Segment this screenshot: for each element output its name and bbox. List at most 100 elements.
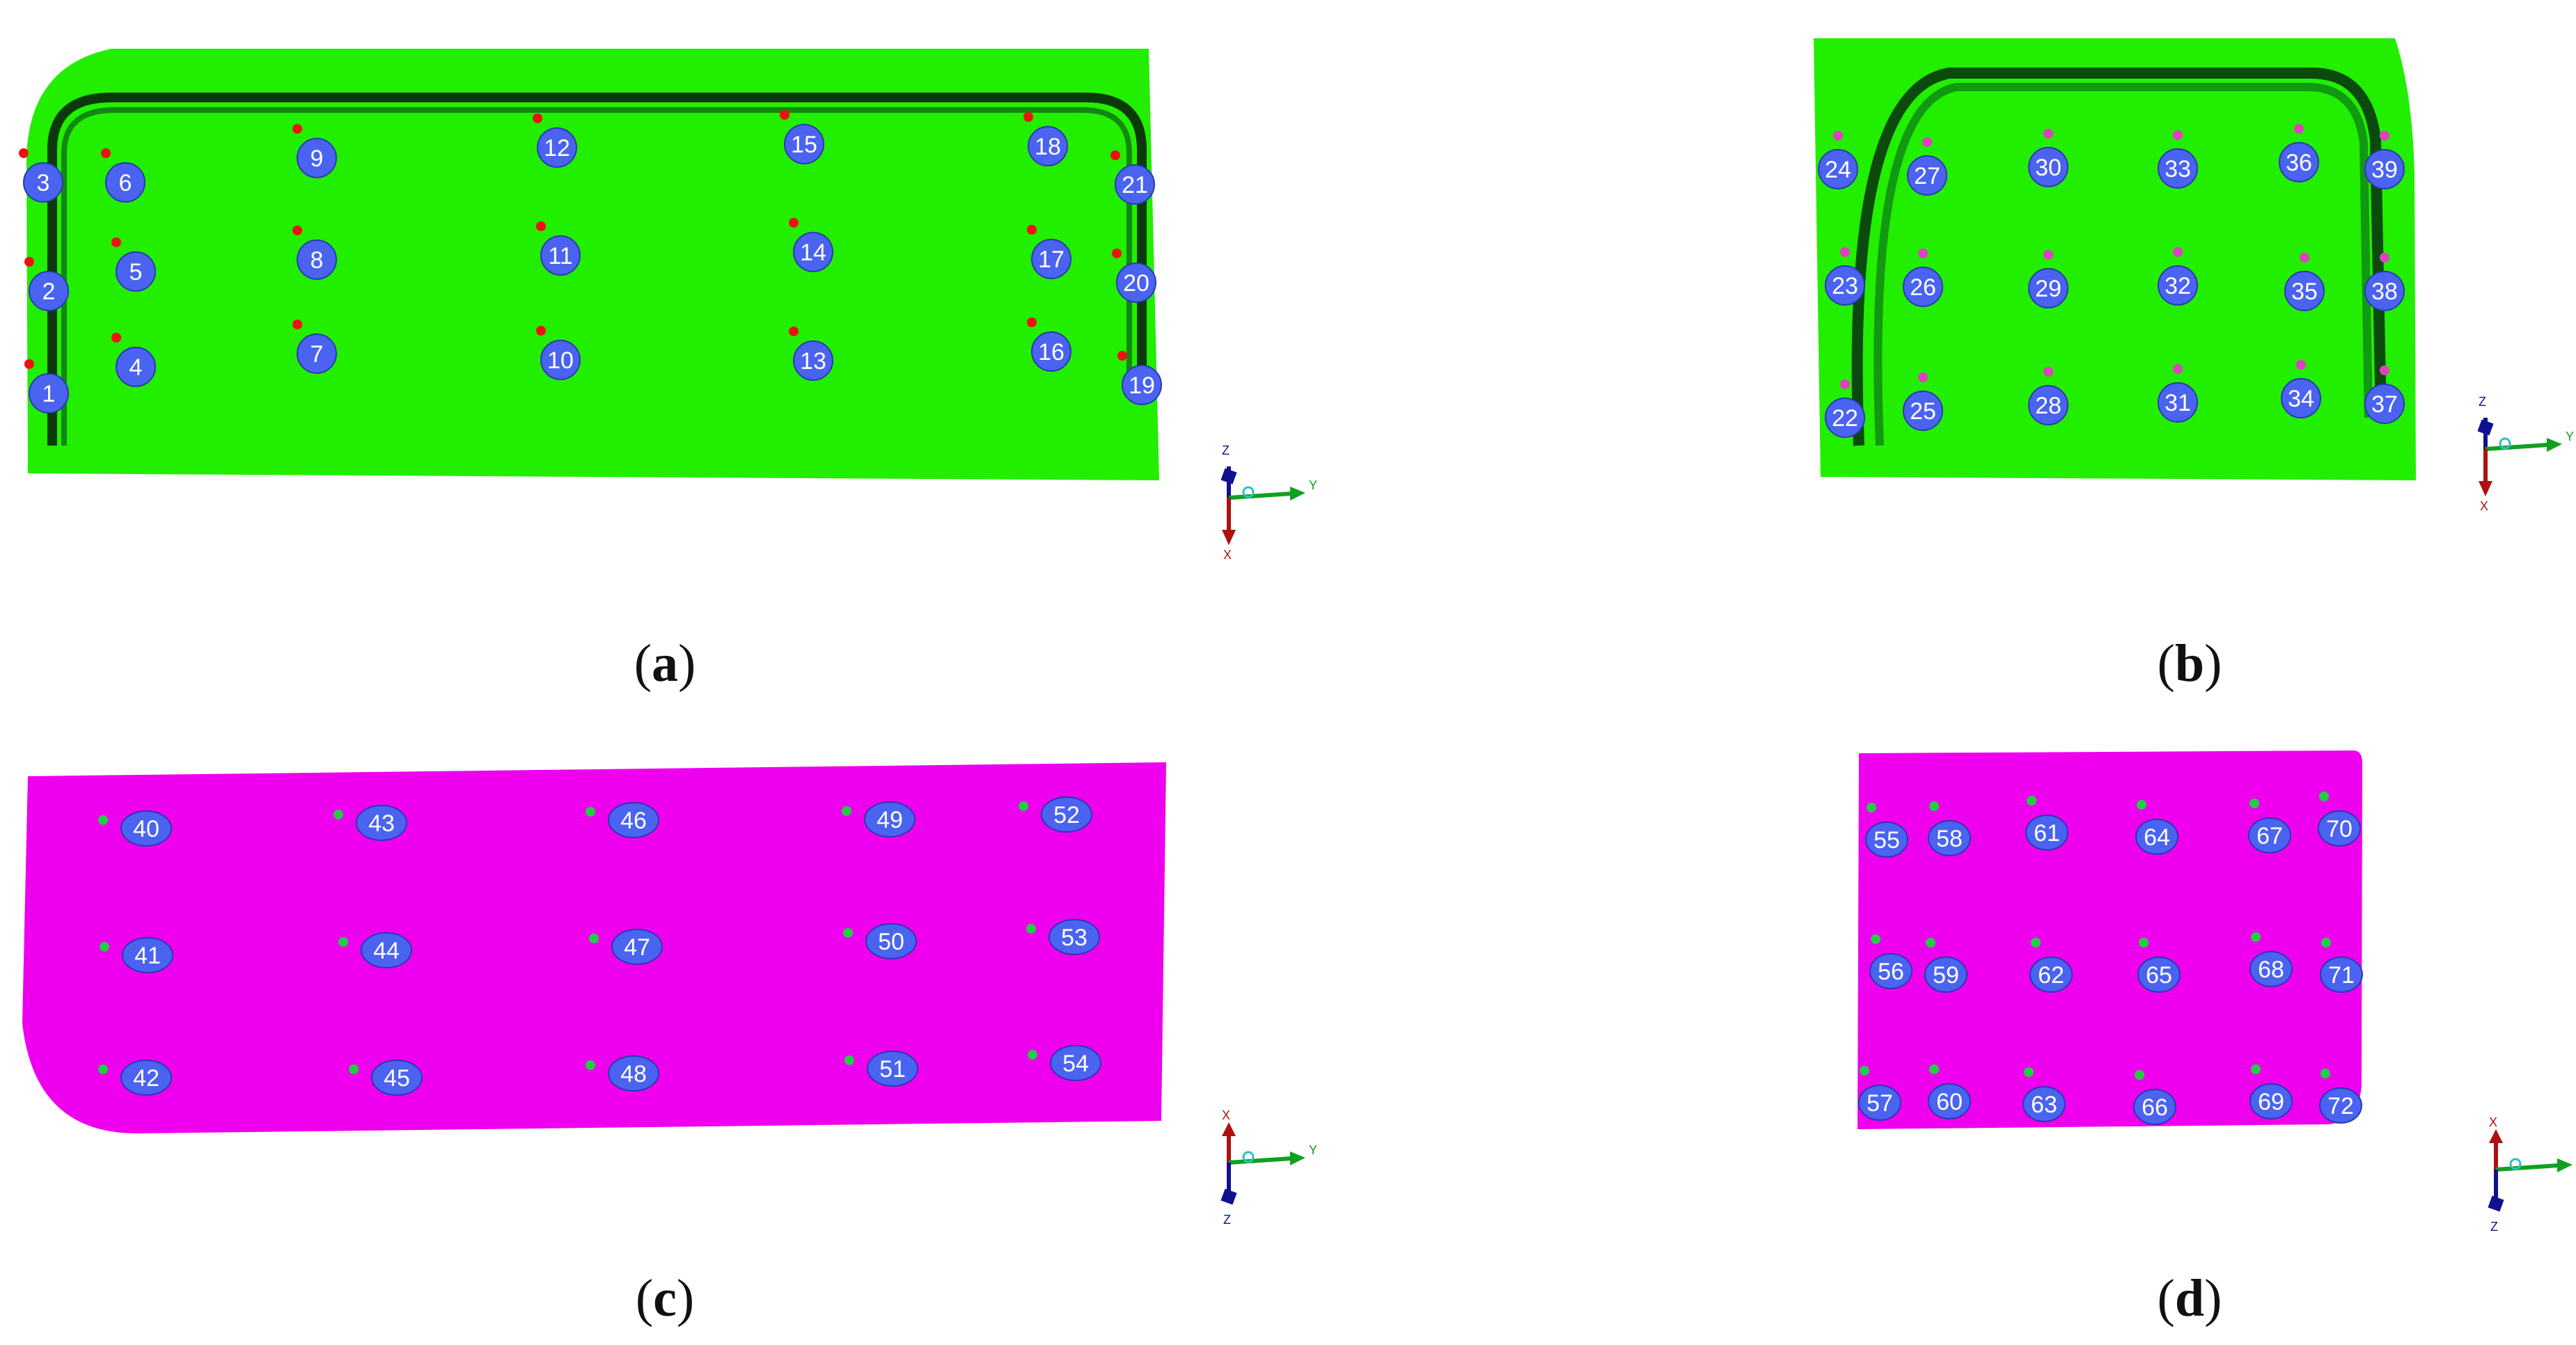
marker-label: 45 <box>384 1065 410 1092</box>
marker-label: 24 <box>1825 157 1851 183</box>
marker-dot <box>533 113 542 123</box>
marker-dot <box>843 928 853 938</box>
marker-3: 3 <box>19 148 63 203</box>
marker-label: 18 <box>1035 134 1061 160</box>
marker-37: 37 <box>2364 365 2405 424</box>
axis-z-label: Z <box>1223 1213 1231 1227</box>
marker-dot <box>2249 799 2259 808</box>
panel-d-surface <box>1858 750 2362 1129</box>
marker-dot <box>349 1064 359 1074</box>
marker-badge <box>2158 382 2198 423</box>
marker-badge <box>864 801 916 837</box>
axis-x-head <box>1222 530 1236 545</box>
marker-badge <box>105 162 146 203</box>
marker-66: 66 <box>2133 1070 2176 1125</box>
marker-10: 10 <box>536 326 581 380</box>
marker-label: 64 <box>2144 824 2170 851</box>
marker-label: 53 <box>1061 925 1087 951</box>
marker-dot <box>1019 801 1028 811</box>
marker-label: 43 <box>368 810 395 837</box>
marker-label: 49 <box>877 807 903 833</box>
marker-44: 44 <box>338 932 412 968</box>
axis-y-line <box>1228 1156 1292 1165</box>
marker-dot <box>24 359 34 369</box>
marker-badge <box>793 232 833 272</box>
marker-dot <box>111 237 121 247</box>
marker-9: 9 <box>292 124 337 178</box>
marker-70: 70 <box>2318 792 2361 847</box>
marker-64: 64 <box>2135 800 2178 855</box>
marker-badge <box>537 127 577 168</box>
axis-y-line <box>2485 443 2549 451</box>
marker-badge <box>2281 378 2321 418</box>
marker-label: 8 <box>311 247 324 274</box>
marker-4: 4 <box>111 333 156 387</box>
axis-x-label: X <box>2489 1115 2497 1129</box>
axis-z-head <box>1220 468 1237 485</box>
marker-dot <box>1860 1066 1869 1076</box>
axis-z-label: Z <box>2490 1220 2498 1234</box>
marker-dot <box>2139 938 2149 947</box>
marker-label: 36 <box>2286 150 2312 176</box>
marker-dot <box>780 110 790 120</box>
marker-badge <box>2364 271 2405 311</box>
marker-label: 71 <box>2328 962 2355 989</box>
marker-61: 61 <box>2025 796 2068 851</box>
marker-dot <box>536 221 546 231</box>
marker-dot <box>1833 131 1843 141</box>
marker-badge <box>1031 239 1071 279</box>
marker-badge <box>116 347 156 387</box>
axis-x-head <box>1222 1122 1236 1136</box>
marker-badge <box>1825 398 1865 438</box>
marker-dot <box>1840 379 1850 389</box>
marker-46: 46 <box>586 802 659 838</box>
marker-label: 1 <box>42 381 56 407</box>
marker-label: 33 <box>2165 156 2191 182</box>
marker-badge <box>1924 957 1968 993</box>
marker-label: 13 <box>800 348 826 375</box>
marker-badge <box>2319 1087 2362 1124</box>
axis-x-label: X <box>1222 1108 1230 1122</box>
marker-label: 34 <box>2288 386 2314 412</box>
marker-39: 39 <box>2364 131 2405 189</box>
marker-30: 30 <box>2028 129 2068 187</box>
marker-label: 66 <box>2142 1094 2168 1121</box>
marker-label: 40 <box>133 816 159 842</box>
marker-dot <box>2031 938 2041 947</box>
marker-dot <box>1926 938 1935 947</box>
axis-y-head <box>1290 1151 1305 1165</box>
axis-y-line <box>1228 491 1292 500</box>
marker-19: 19 <box>1117 351 1162 405</box>
marker-badge <box>297 333 337 374</box>
marker-badge <box>1115 164 1155 205</box>
rotation-icon <box>2499 437 2511 450</box>
rotation-icon <box>1242 1151 1255 1163</box>
marker-badge <box>2135 819 2178 855</box>
axis-x-head <box>2489 1129 2503 1143</box>
marker-dot <box>1026 924 1036 934</box>
marker-dot <box>1027 225 1037 235</box>
marker-label: 26 <box>1910 274 1936 301</box>
marker-29: 29 <box>2028 250 2068 308</box>
marker-label: 58 <box>1936 826 1963 852</box>
marker-72: 72 <box>2319 1069 2362 1124</box>
marker-badge <box>1928 820 1971 856</box>
marker-badge <box>1818 149 1858 189</box>
marker-badge <box>1858 1085 1901 1121</box>
marker-badge <box>611 929 663 965</box>
marker-dot <box>292 124 302 134</box>
axis-z-label: Z <box>2479 395 2486 409</box>
marker-11: 11 <box>536 221 581 276</box>
marker-dot <box>2300 253 2309 262</box>
marker-label: 52 <box>1053 802 1080 828</box>
marker-badge <box>1903 267 1943 307</box>
marker-badge <box>1907 155 1947 196</box>
marker-label: 44 <box>373 938 400 964</box>
marker-dot <box>586 807 595 817</box>
marker-dot <box>1929 1064 1939 1074</box>
marker-14: 14 <box>789 218 833 272</box>
marker-51: 51 <box>845 1051 918 1087</box>
marker-label: 19 <box>1129 372 1155 399</box>
marker-dot <box>1918 372 1928 382</box>
